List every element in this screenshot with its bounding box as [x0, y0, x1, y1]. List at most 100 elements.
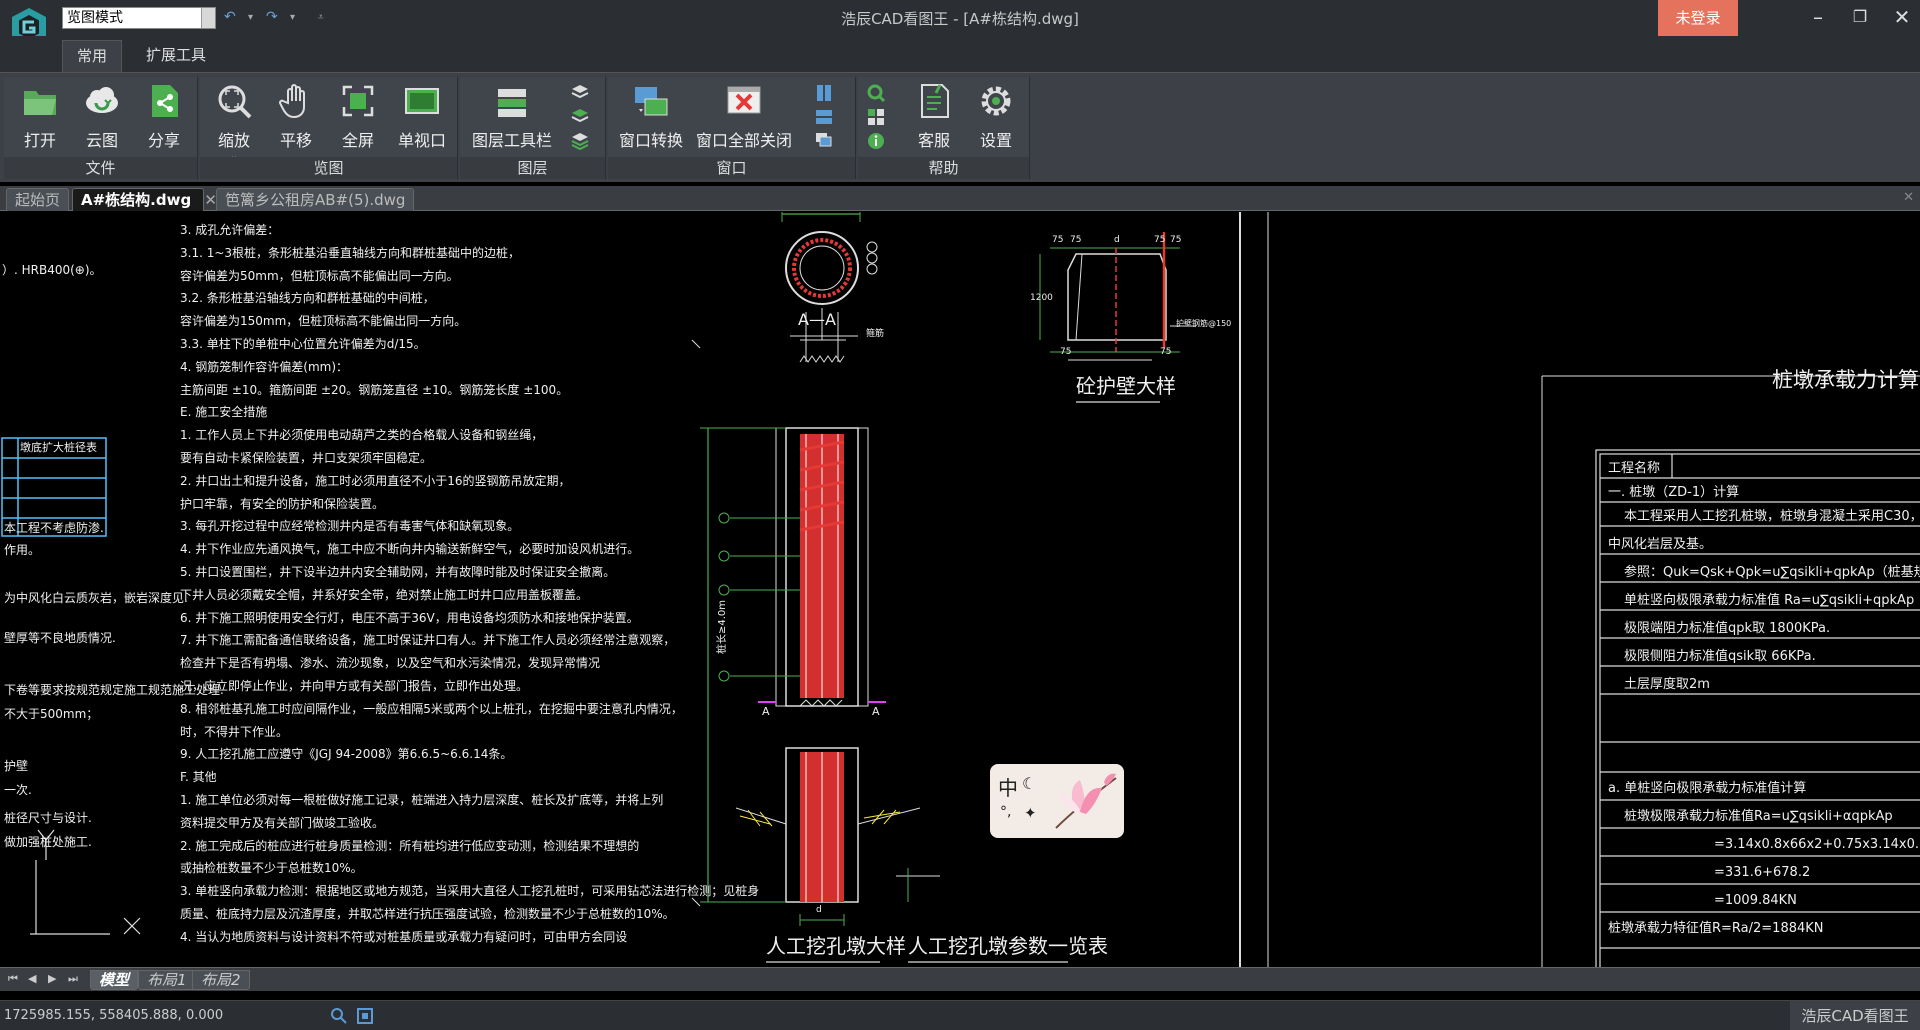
close-icon[interactable]: ✕ [1893, 5, 1911, 29]
close-all-icon [727, 86, 761, 114]
doc-tab-close-icon[interactable]: ✕ [204, 191, 217, 209]
redo-icon[interactable]: ↷ [266, 9, 278, 25]
login-button[interactable]: 未登录 [1658, 0, 1738, 36]
minimize-icon[interactable]: – [1813, 5, 1823, 29]
layer-state-icon[interactable] [570, 83, 590, 103]
zoom-button[interactable]: 缩放 ⌄ [206, 81, 262, 162]
window-switch-button[interactable]: 窗口转换 [614, 81, 688, 151]
single-viewport-button[interactable]: 单视口 [390, 81, 454, 151]
group-layer: 图层工具栏 图层 [460, 77, 606, 179]
settings-button[interactable]: 设置 [968, 81, 1024, 151]
tab-extension-tools[interactable]: 扩展工具 [146, 46, 207, 64]
note-line: 8. 相邻桩基孔施工时应间隔作业，一般应相隔5米或两个以上桩孔，在挖掘中要注意孔… [180, 701, 683, 716]
service-icon [921, 84, 949, 118]
layout-tab-2[interactable]: 布局2 [192, 970, 250, 990]
dim-3: 75 [1154, 235, 1166, 245]
zoom-extents-icon[interactable] [330, 1007, 348, 1025]
layer-isolate-icon[interactable] [570, 131, 590, 151]
pan-button[interactable]: 平移 [268, 81, 324, 151]
group-file: 打开 云图 分享 文件 [4, 77, 198, 179]
doc-tab-current[interactable]: A#栋结构.dwg ✕ [72, 188, 217, 211]
note-line: 资料提交甲方及有关部门做竣工验收。 [180, 815, 385, 830]
dim-13: A [872, 705, 880, 718]
undo-dropdown-icon[interactable]: ▾ [248, 12, 254, 23]
apps-grid-icon[interactable] [866, 107, 886, 127]
ribbon-tab-row: 常用 扩展工具 – ❐ ✕ [0, 36, 1920, 94]
customize-toolbar-icon[interactable]: ⩡ [318, 12, 324, 23]
tile-vertical-icon[interactable] [814, 83, 834, 103]
view-mode-select[interactable]: 览图模式 [62, 7, 216, 29]
note-left-8: 一次. [4, 783, 32, 797]
prev-layout-icon[interactable]: ◀ [28, 972, 37, 985]
calc-row: 桩墩极限承载力标准值Ra=u∑qsikli+αqpkAp [1624, 809, 1893, 824]
zoom-window-icon[interactable] [356, 1007, 374, 1025]
note-line: 3. 每孔开挖过程中应经常检测井内是否有毒害气体和缺氧现象。 [180, 519, 520, 534]
note-left-10: 做加强桩处施工. [4, 835, 92, 849]
share-label: 分享 [147, 131, 180, 150]
dim-10: d [816, 905, 822, 915]
note-line: 3.2. 条形桩基沿轴线方向和群桩基础的中间桩， [180, 291, 435, 306]
dropdown-arrow-icon[interactable] [201, 8, 215, 28]
drawing-canvas[interactable]: ）. HRB400(⊕)。 本工程不考虑防渗. 作用。 为中风化白云质灰岩，嵌岩… [0, 212, 1920, 967]
punctuation-icon[interactable]: °, [1000, 804, 1012, 820]
calc-title: 桩墩承载力计算 [1772, 368, 1919, 392]
skin-icon[interactable]: ✦ [1024, 804, 1037, 822]
calc-row: 参照：Quk=Qsk+Qpk=u∑qsikli+qpkAp（桩基规范5.3.3-… [1624, 565, 1920, 580]
zoom-dropdown-icon[interactable]: ⌄ [206, 151, 262, 162]
calc-table-lines [1595, 449, 1920, 967]
tab-common[interactable]: 常用 [62, 40, 123, 72]
note-line: 或抽检桩数量不少于总桩数10%。 [180, 861, 363, 876]
ime-lang-icon[interactable]: 中 [998, 776, 1018, 800]
zoom-label: 缩放 [217, 131, 250, 150]
note-line: 4. 钢筋笼制作容许偏差(mm)： [180, 359, 349, 374]
doc-tab-other[interactable]: 笆篱乡公租房AB#(5).dwg [216, 188, 415, 211]
first-layout-icon[interactable]: ⏮ [8, 972, 18, 985]
note-line: 质量、桩底持力层及沉渣厚度，并取芯样进行抗压强度试验，检测数量不少于总桩数的10… [180, 907, 675, 921]
ime-widget[interactable]: 中 ☾ °, ✦ [990, 764, 1124, 838]
magnolia-flower-icon [1055, 773, 1117, 829]
info-icon[interactable] [866, 131, 886, 151]
coordinate-readout: 1725985.155, 558405.888, 0.000 [4, 1008, 224, 1023]
note-left-0: ）. HRB400(⊕)。 [2, 263, 102, 277]
settings-label: 设置 [979, 131, 1012, 150]
share-button[interactable]: 分享 [136, 81, 192, 151]
cascade-icon[interactable] [814, 131, 834, 151]
note-line: 时，不得井下作业。 [180, 724, 289, 739]
layout-tab-model[interactable]: 模型 [90, 970, 139, 990]
section-aa-drawing [781, 212, 878, 341]
detail-label: 人工挖孔墩大样 [766, 934, 906, 958]
calc-row: 桩墩承载力特征值R=Ra/2=1884KN [1608, 921, 1824, 936]
next-layout-icon[interactable]: ▶ [48, 972, 57, 985]
tile-horizontal-icon[interactable] [814, 107, 834, 127]
note-left-2: 作用。 [4, 543, 41, 557]
last-layout-icon[interactable]: ⏭ [68, 972, 78, 985]
cloud-button[interactable]: 云图 [74, 81, 130, 151]
close-all-windows-button[interactable]: 窗口全部关闭 [692, 81, 796, 151]
restore-icon[interactable]: ❐ [1852, 7, 1868, 26]
calc-row: =3.14x0.8x66x2+0.75x3.14x0. [1714, 837, 1919, 852]
doc-tab-start[interactable]: 起始页 [6, 188, 70, 211]
fullscreen-label: 全屏 [341, 131, 374, 150]
calc-row: 极限端阻力标准值qpk取 1800KPa. [1624, 621, 1831, 636]
customer-service-label: 客服 [917, 131, 950, 150]
note-line: 3.3. 单柱下的单桩中心位置允许偏差为d/15。 [180, 337, 426, 351]
layer-list-icon[interactable] [570, 107, 590, 127]
layer-toolbar-button[interactable]: 图层工具栏 [466, 81, 558, 151]
undo-icon[interactable]: ↶ [224, 9, 236, 25]
online-zoom-icon[interactable] [866, 83, 886, 103]
view-mode-value: 览图模式 [67, 10, 123, 26]
close-all-tabs-icon[interactable]: ✕ [1903, 190, 1914, 205]
note-left-5: 下卷等要求按规范规定施工规范施工处理. [4, 683, 224, 697]
layout-tab-1[interactable]: 布局1 [138, 970, 196, 990]
dim-9: 箍筋 [866, 329, 885, 339]
note-line: E. 施工安全措施 [180, 405, 268, 420]
note-line: 况，应立即停止作业，并向甲方或有关部门报告，立即作出处理。 [180, 679, 529, 693]
open-button[interactable]: 打开 [12, 81, 68, 151]
customer-service-button[interactable]: 客服 [906, 81, 962, 151]
note-line: 4. 当认为地质资料与设计资料不符或对桩基质量或承载力有疑问时，可由甲方会同设 [180, 929, 628, 944]
dim-5: 1200 [1030, 293, 1053, 303]
redo-dropdown-icon[interactable]: ▾ [290, 12, 296, 23]
fullscreen-button[interactable]: 全屏 [330, 81, 386, 151]
window-switch-icon [635, 87, 668, 116]
moon-icon[interactable]: ☾ [1022, 774, 1037, 793]
